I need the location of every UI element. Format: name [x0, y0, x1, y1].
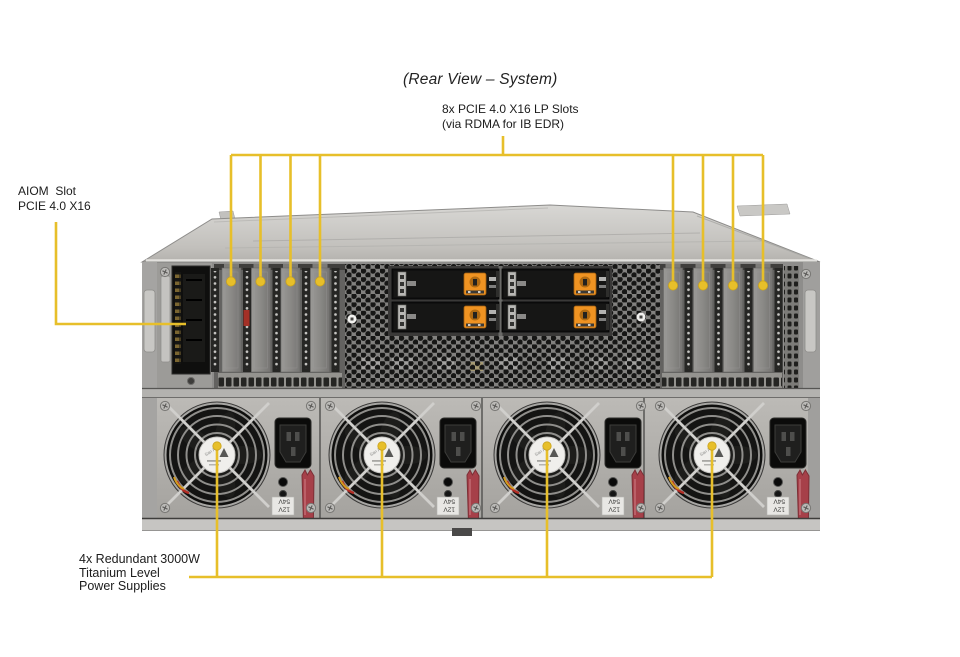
psu-callout-label: 4x Redundant 3000W Titanium Level Power …: [79, 552, 200, 594]
drive-tray-2: [501, 268, 610, 300]
drive-tray-3: [391, 301, 500, 333]
page-title: (Rear View – System): [403, 71, 557, 89]
slot-warning-sticker: [243, 310, 250, 326]
psu-section: [157, 398, 811, 522]
callout-line-aiom: [54, 222, 186, 326]
chassis-top-cover: [140, 203, 821, 264]
pcie-slots-callout-label: 8x PCIE 4.0 X16 LP Slots (via RDMA for I…: [442, 102, 579, 132]
callout-lines-psu: [189, 446, 714, 579]
aiom-label-line2: PCIE 4.0 X16: [18, 198, 91, 213]
psu-label-line1: 4x Redundant 3000W: [79, 552, 200, 566]
callout-dots-pcie: [225, 276, 769, 291]
drive-bay-cage: [388, 266, 612, 336]
pcie-label-line1: 8x PCIE 4.0 X16 LP Slots: [442, 102, 579, 116]
callout-lines-pcie: [229, 136, 765, 282]
drive-tray-1: [391, 268, 500, 300]
pcie-label-line2: (via RDMA for IB EDR): [442, 117, 565, 131]
callout-dots-psu: [212, 441, 717, 451]
title-text: (Rear View – System): [403, 71, 558, 88]
right-handle: [804, 289, 817, 353]
psu-label-line2: Titanium Level: [79, 565, 160, 580]
chassis-bottom-edge: [142, 517, 820, 536]
aiom-slot: [157, 263, 212, 391]
server-chassis: [142, 262, 820, 536]
thumbscrew-hole: [187, 377, 195, 385]
psu-label-line3: Power Supplies: [79, 579, 166, 593]
drive-tray-4: [501, 301, 610, 333]
aiom-slot-callout-label: AIOM Slot PCIE 4.0 X16: [18, 184, 91, 213]
left-handle: [143, 289, 156, 353]
aiom-label-line1: AIOM Slot: [18, 184, 77, 198]
mid-rail: [142, 388, 820, 398]
